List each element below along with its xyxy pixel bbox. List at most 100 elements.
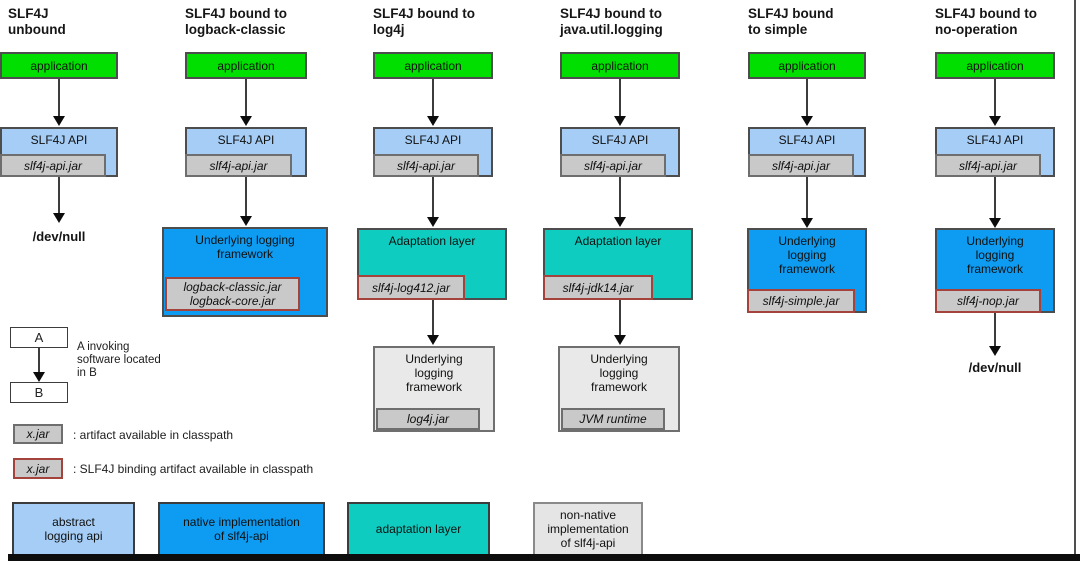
category-label-line: logging api — [44, 529, 103, 543]
title-line: SLF4J bound — [748, 6, 834, 21]
caption-line: software located — [77, 354, 161, 366]
api-label: SLF4J API — [404, 133, 462, 147]
caption-text: : SLF4J binding artifact available in cl… — [73, 462, 314, 476]
category-label-line: adaptation layer — [375, 522, 462, 536]
binding-jar-box: slf4j-nop.jar — [935, 289, 1041, 313]
binding-jar-box: slf4j-simple.jar — [747, 289, 855, 313]
framework-jar-box: JVM runtime — [561, 408, 665, 430]
column-title-nop: SLF4J bound to no-operation — [935, 6, 1037, 38]
underlying-framework-box: Underlying logging framework slf4j-nop.j… — [935, 228, 1055, 313]
api-jar-box: slf4j-api.jar — [0, 154, 106, 177]
title-line: SLF4J bound to — [185, 6, 287, 21]
arrow-down-icon — [426, 177, 440, 227]
jar-label: slf4j-api.jar — [958, 158, 1018, 173]
category-label-line: non-native — [559, 508, 617, 522]
binding-jar-box: slf4j-jdk14.jar — [543, 275, 653, 300]
title-line: SLF4J — [8, 6, 49, 21]
arrow-down-icon — [988, 313, 1002, 356]
application-label: application — [30, 58, 88, 73]
api-jar-box: slf4j-api.jar — [748, 154, 854, 177]
column-title-unbound: SLF4J unbound — [8, 6, 66, 38]
arrow-down-icon — [52, 79, 66, 126]
framework-jar-box: log4j.jar — [376, 408, 480, 430]
legend-box-b: B — [10, 382, 68, 403]
jar-label: slf4j-api.jar — [23, 158, 83, 173]
dev-null-label: /dev/null — [9, 229, 109, 244]
jar-label: logback-classic.jar — [183, 280, 282, 294]
framework-label-line: logging — [787, 248, 827, 262]
artifact-jar-box: x.jar — [13, 424, 63, 444]
jar-label: slf4j-simple.jar — [762, 294, 840, 308]
binding-artifact-jar-box: x.jar — [13, 458, 63, 479]
arrow-down-icon — [239, 79, 253, 126]
arrow-down-icon — [239, 177, 253, 226]
framework-label-line: Underlying — [405, 352, 463, 366]
category-label-line: of slf4j-api — [214, 529, 269, 543]
arrow-down-icon — [613, 177, 627, 227]
framework-label-line: logging — [599, 366, 639, 380]
jar-label: slf4j-log412.jar — [371, 280, 451, 295]
application-label: application — [778, 58, 836, 73]
binding-artifact-caption: : SLF4J binding artifact available in cl… — [73, 462, 313, 476]
jar-label: slf4j-api.jar — [209, 158, 268, 173]
legend-a-label: A — [34, 330, 44, 345]
legend-native-impl-box: native implementation of slf4j-api — [158, 502, 325, 556]
arrow-down-icon — [800, 79, 814, 126]
arrow-down-icon — [988, 177, 1002, 228]
api-label: SLF4J API — [966, 133, 1024, 147]
legend-adaptation-layer-box: adaptation layer — [347, 502, 490, 556]
slf4j-api-box: SLF4J API slf4j-api.jar — [0, 127, 118, 177]
title-line: logback-classic — [185, 22, 286, 37]
application-box: application — [560, 52, 680, 79]
adaptation-layer-box: Adaptation layer slf4j-jdk14.jar — [543, 228, 693, 300]
api-jar-box: slf4j-api.jar — [560, 154, 666, 177]
application-label: application — [966, 58, 1024, 73]
sink-label: /dev/null — [32, 229, 86, 244]
framework-label-line: framework — [590, 380, 647, 394]
framework-label-line: framework — [778, 262, 835, 276]
caption-line: A invoking — [77, 341, 130, 353]
jar-label: JVM runtime — [579, 412, 647, 426]
underlying-framework-box: Underlying logging framework logback-cla… — [162, 227, 328, 317]
framework-label-line: Underlying — [590, 352, 648, 366]
framework-label-line: Underlying — [778, 234, 836, 248]
title-line: java.util.logging — [560, 22, 663, 37]
application-box: application — [185, 52, 307, 79]
caption-text: : artifact available in classpath — [73, 428, 234, 442]
framework-label-line: framework — [216, 247, 273, 261]
frame-bottom-bar — [8, 554, 1080, 561]
category-label-line: of slf4j-api — [560, 536, 616, 550]
framework-label-line: framework — [405, 380, 462, 394]
framework-label-line: Underlying logging — [195, 233, 295, 247]
category-label-line: native implementation — [183, 515, 300, 529]
underlying-framework-box: Underlying logging framework slf4j-simpl… — [747, 228, 867, 313]
slf4j-api-box: SLF4J API slf4j-api.jar — [185, 127, 307, 177]
application-box: application — [935, 52, 1055, 79]
arrow-down-icon — [613, 79, 627, 126]
application-box: application — [373, 52, 493, 79]
jar-label: logback-core.jar — [189, 294, 276, 308]
title-line: SLF4J bound to — [560, 6, 662, 21]
legend-non-native-impl-box: non-native implementation of slf4j-api — [533, 502, 643, 556]
framework-label-line: framework — [966, 262, 1023, 276]
api-label: SLF4J API — [30, 133, 88, 147]
arrow-down-icon — [32, 348, 46, 382]
sink-label: /dev/null — [968, 360, 1022, 375]
legend-box-a: A — [10, 327, 68, 348]
application-label: application — [591, 58, 649, 73]
api-jar-box: slf4j-api.jar — [373, 154, 479, 177]
legend-abstract-api-box: abstract logging api — [12, 502, 135, 556]
jar-label: slf4j-jdk14.jar — [562, 280, 634, 295]
adaptation-label: Adaptation layer — [574, 234, 662, 248]
jar-label: slf4j-api.jar — [583, 158, 643, 173]
arrow-down-icon — [426, 300, 440, 345]
underlying-framework-box: Underlying logging framework JVM runtime — [558, 346, 680, 432]
api-label: SLF4J API — [217, 133, 275, 147]
adaptation-layer-box: Adaptation layer slf4j-log412.jar — [357, 228, 507, 300]
category-label-line: abstract — [52, 515, 95, 529]
column-title-simple: SLF4J bound to simple — [748, 6, 834, 38]
column-title-logback: SLF4J bound to logback-classic — [185, 6, 287, 38]
jar-label: x.jar — [26, 461, 50, 476]
jar-label: slf4j-nop.jar — [956, 294, 1020, 308]
frame-right-border — [1074, 0, 1076, 561]
